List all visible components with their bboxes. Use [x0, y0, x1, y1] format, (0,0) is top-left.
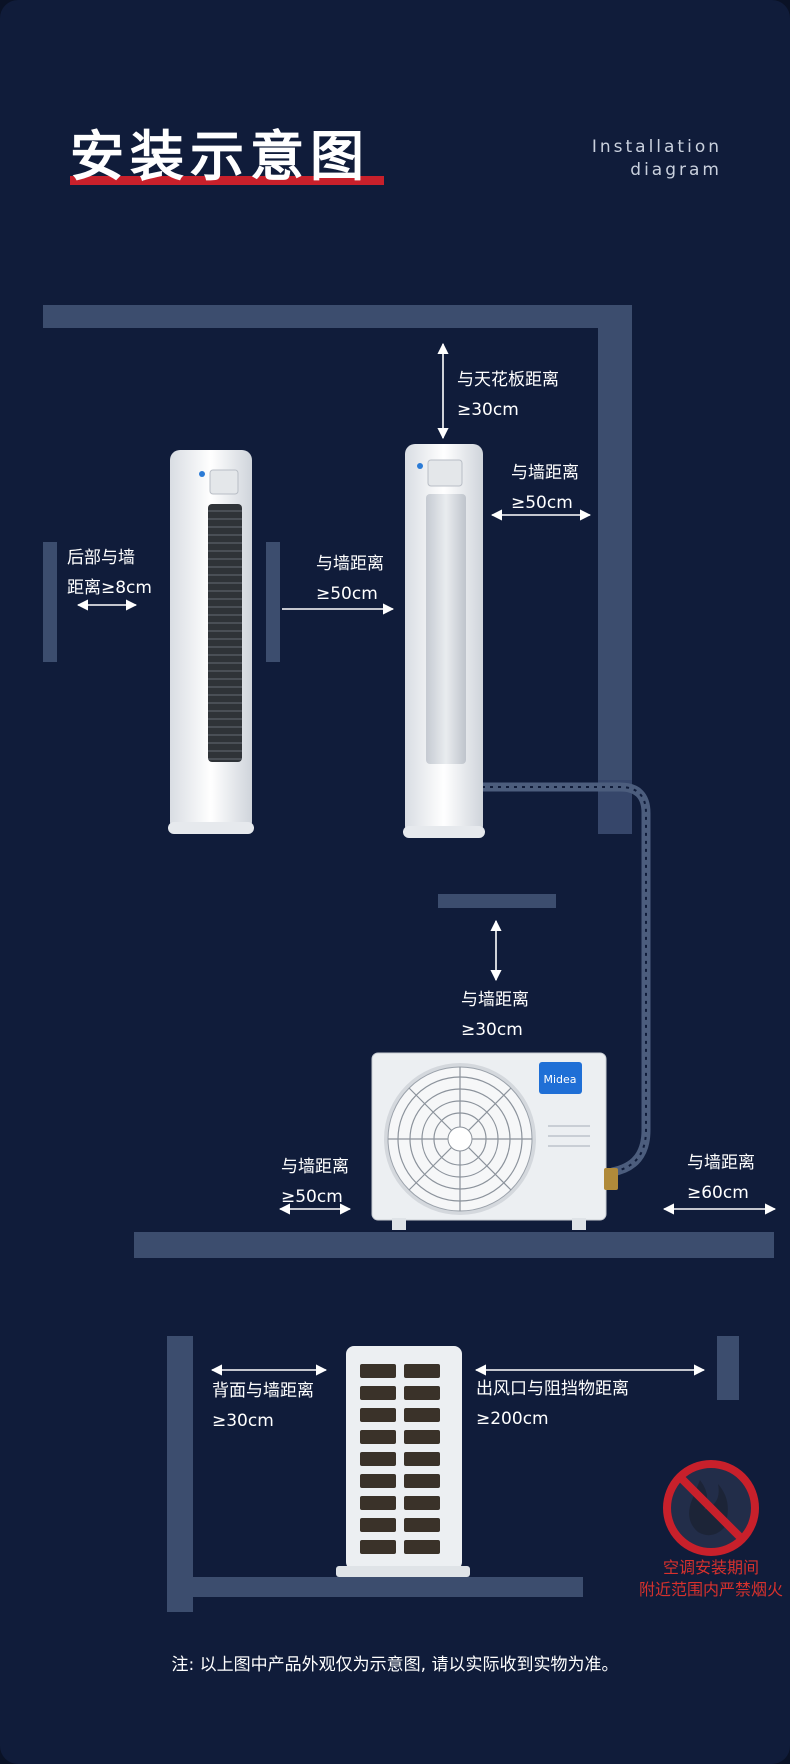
rear-wall-right [266, 542, 280, 662]
between-units-distance-label: 与墙距离 ≥50cm [316, 554, 384, 604]
brand-logo-text: Midea [543, 1073, 576, 1086]
disclaimer-note: 注: 以上图中产品外观仅为示意图, 请以实际收到实物为准。 [171, 1655, 619, 1675]
refrigerant-pipe [482, 782, 651, 1177]
title-underline [70, 176, 384, 185]
indoor-tower-unit-panel [403, 444, 485, 838]
fire-warning-text: 空调安装期间 附近范围内严禁烟火 [638, 1558, 783, 1599]
side-view-wall-left [167, 1336, 193, 1612]
ceiling-wall [43, 305, 632, 328]
outdoor-top-distance-label: 与墙距离 ≥30cm [461, 990, 529, 1040]
brand-badge [539, 1062, 582, 1094]
floor-slab [134, 1232, 774, 1258]
subtitle-line-1: Installation [591, 137, 722, 157]
back-wall-distance-label: 背面与墙距离 ≥30cm [212, 1381, 314, 1431]
rear-wall-distance-label: 后部与墙 距离≥8cm [67, 548, 152, 598]
page-title: 安装示意图 [70, 125, 370, 188]
subtitle-line-2: diagram [630, 160, 722, 180]
outdoor-unit-side-view [336, 1346, 470, 1577]
side-wall-distance-label: 与墙距离 ≥50cm [511, 463, 579, 513]
title-block: 安装示意图 [70, 125, 384, 189]
outdoor-back-wall [438, 894, 556, 908]
outlet-distance-label: 出风口与阻挡物距离 ≥200cm [476, 1379, 629, 1429]
right-wall [598, 305, 632, 780]
dimension-arrows [76, 342, 777, 1376]
outdoor-right-distance-label: 与墙距离 ≥60cm [687, 1153, 755, 1203]
outdoor-unit: Midea [371, 1052, 618, 1230]
no-fire-icon [663, 1460, 759, 1556]
side-view-floor [167, 1577, 583, 1597]
ceiling-distance-label: 与天花板距离 ≥30cm [457, 370, 559, 420]
rear-wall-left [43, 542, 57, 662]
page-subtitle: Installation diagram [592, 136, 722, 182]
side-view-obstacle [717, 1336, 739, 1400]
indoor-tower-unit-front [168, 450, 254, 834]
outdoor-left-distance-label: 与墙距离 ≥50cm [281, 1157, 349, 1207]
room-walls [43, 305, 774, 1612]
